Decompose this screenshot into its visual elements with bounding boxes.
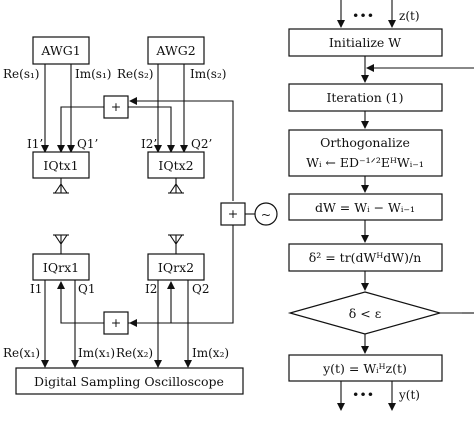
label-re-s1: Re(s₁)	[3, 67, 39, 81]
awg1-box	[32, 36, 90, 65]
awg1-label: AWG1	[40, 43, 80, 58]
tx2-antenna-icon	[168, 178, 184, 194]
input-z-label: z(t)	[399, 9, 420, 23]
iteration-label: Iteration (1)	[326, 90, 403, 105]
wire-q1-prime	[57, 106, 104, 153]
oscillator-icon	[254, 202, 278, 226]
label-re-s2: Re(s₂)	[117, 67, 153, 81]
label-q2: Q2	[192, 282, 209, 296]
oscillator-symbol: ~	[261, 207, 271, 222]
tx1-antenna-icon	[53, 178, 69, 194]
tx-combiner-plus: +	[111, 99, 121, 114]
rx2-antenna-icon	[168, 234, 184, 254]
label-i1: I1	[30, 282, 42, 296]
iqtx2-label: IQtx2	[158, 158, 193, 173]
iqrx1-box	[32, 253, 90, 281]
dw-equation: dW = Wᵢ − Wᵢ₋₁	[315, 200, 415, 215]
label-im-s1: Im(s₁)	[75, 67, 111, 81]
rx-combiner-plus: +	[111, 315, 121, 330]
wire-lo-to-rx1	[57, 281, 104, 324]
label-i2: I2	[145, 282, 157, 296]
label-q1: Q1	[78, 282, 95, 296]
delta-equation: δ² = tr(dWᴴdW)/n	[309, 250, 422, 265]
iteration-box	[288, 83, 443, 112]
wire-lo-to-rx	[129, 225, 234, 327]
dso-label: Digital Sampling Oscilloscope	[34, 374, 224, 389]
label-i1-prime: I1’	[27, 137, 43, 151]
iqtx1-label: IQtx1	[43, 158, 78, 173]
lo-splitter-plus: +	[228, 206, 238, 221]
label-re-x2: Re(x₂)	[116, 346, 153, 360]
wire-q2-prime	[128, 106, 175, 153]
orthogonalize-title: Orthogonalize	[320, 135, 410, 150]
wire-lo-to-tx	[129, 97, 234, 201]
condition-label: δ < ε	[349, 306, 381, 321]
dw-box	[288, 193, 443, 221]
label-im-s2: Im(s₂)	[190, 67, 226, 81]
init-box	[288, 28, 443, 57]
awg2-box	[147, 36, 205, 65]
rx1-antenna-icon	[53, 234, 69, 254]
label-re-x1: Re(x₁)	[3, 346, 40, 360]
output-equation: y(t) = Wᵢᴴz(t)	[322, 361, 407, 376]
init-label: Initialize W	[329, 35, 401, 50]
orthogonalize-equation: Wᵢ ← ED⁻¹ᐟ²EᴴWᵢ₋₁	[306, 155, 424, 170]
output-box	[288, 354, 443, 382]
iqrx2-box	[147, 253, 205, 281]
label-im-x2: Im(x₂)	[192, 346, 229, 360]
orthogonalize-box	[288, 129, 443, 177]
label-i2-prime: I2’	[141, 137, 157, 151]
delta-box	[288, 243, 443, 272]
output-y-label: y(t)	[398, 388, 420, 402]
label-im-x1: Im(x₁)	[78, 346, 115, 360]
label-q1-prime: Q1’	[77, 137, 98, 151]
iqrx1-label: IQrx1	[43, 260, 79, 275]
output-dots: •••	[352, 387, 374, 402]
awg2-label: AWG2	[155, 43, 195, 58]
label-q2-prime: Q2’	[191, 137, 212, 151]
iqrx2-label: IQrx2	[158, 260, 194, 275]
input-dots: •••	[352, 8, 374, 23]
dso-box	[15, 367, 244, 395]
